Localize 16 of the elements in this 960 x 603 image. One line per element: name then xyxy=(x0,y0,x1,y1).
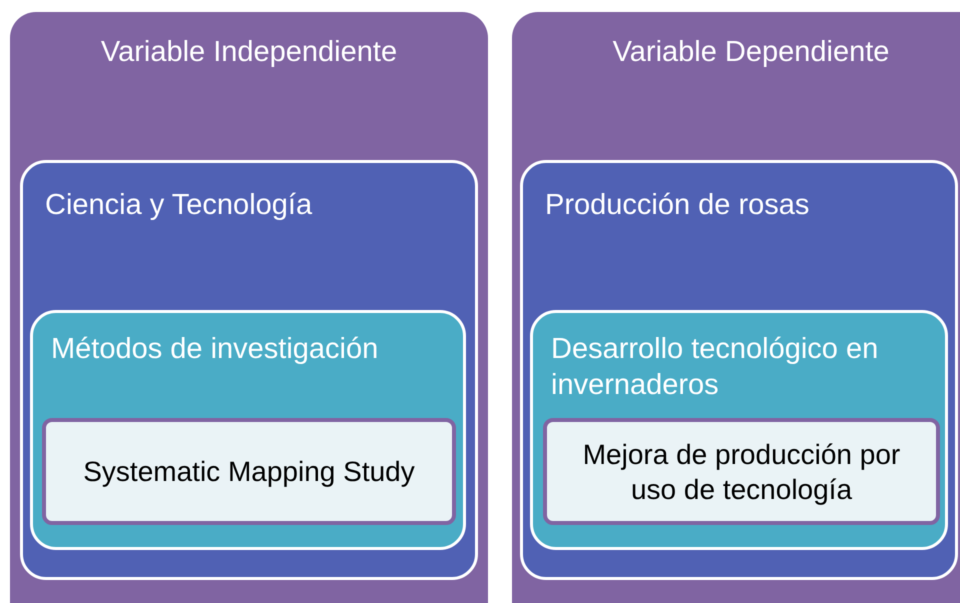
panel-title: Producción de rosas xyxy=(544,188,810,223)
panel-title: Variable Dependiente xyxy=(612,35,890,70)
nested-panel xyxy=(10,12,488,603)
nested-panel xyxy=(512,12,960,603)
panel-title: Métodos de investigación xyxy=(50,332,380,367)
nested-panel xyxy=(30,310,466,550)
panel-title: Ciencia y Tecnología xyxy=(44,188,314,223)
panel-title: Variable Independiente xyxy=(100,35,398,70)
panel-title: Desarrollo tecnológico en invernaderos xyxy=(550,332,880,404)
text-box xyxy=(42,418,456,525)
panel-title: Mejora de producción por uso de tecnología xyxy=(582,438,902,506)
nested-panel xyxy=(20,160,478,580)
nested-panel xyxy=(530,310,948,550)
text-box xyxy=(543,418,940,525)
nested-panel xyxy=(520,160,958,580)
panel-title: Systematic Mapping Study xyxy=(82,455,416,489)
